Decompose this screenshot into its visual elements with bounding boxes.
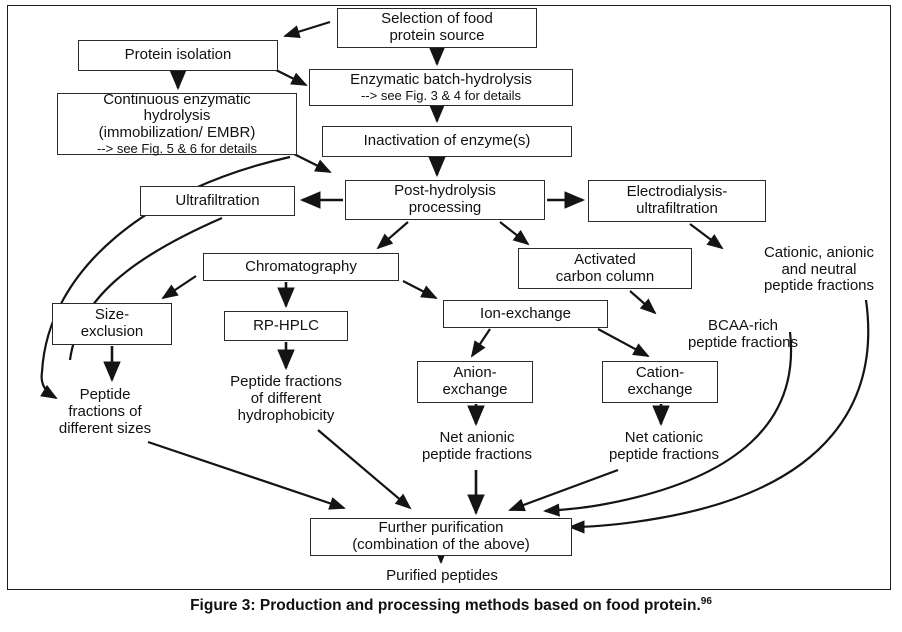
node-protein-isolation[interactable]: Protein isolation	[78, 40, 278, 71]
node-inactivation-of-enzymes[interactable]: Inactivation of enzyme(s)	[322, 126, 572, 157]
node-electrodialysis-ultrafiltration[interactable]: Electrodialysis- ultrafiltration	[588, 180, 766, 222]
node-activated-carbon-column[interactable]: Activated carbon column	[518, 248, 692, 289]
node-cation-exchange[interactable]: Cation- exchange	[602, 361, 718, 403]
node-continuous-subtitle: --> see Fig. 5 & 6 for details	[96, 140, 258, 156]
node-purified-peptides: Purified peptides	[386, 566, 498, 584]
node-chromatography[interactable]: Chromatography	[203, 253, 399, 281]
node-enzymatic-batch-hydrolysis[interactable]: Enzymatic batch-hydrolysis --> see Fig. …	[309, 69, 573, 106]
node-bcaa-rich-peptide-fractions: BCAA-rich peptide fractions	[687, 317, 799, 351]
figure-caption: Figure 3: Production and processing meth…	[0, 596, 902, 615]
node-selection-of-food-protein-source[interactable]: Selection of food protein source	[337, 8, 537, 48]
node-cationic-anionic-neutral-peptide-fractions: Cationic, anionic and neutral peptide fr…	[763, 243, 875, 295]
node-anion-exchange[interactable]: Anion- exchange	[417, 361, 533, 403]
node-net-anionic-peptide-fractions: Net anionic peptide fractions	[421, 429, 533, 463]
node-size-exclusion[interactable]: Size- exclusion	[52, 303, 172, 345]
node-post-hydrolysis-processing[interactable]: Post-hydrolysis processing	[345, 180, 545, 220]
node-peptide-fractions-of-different-sizes: Peptide fractions of different sizes	[58, 386, 152, 437]
node-further-purification[interactable]: Further purification (combination of the…	[310, 518, 572, 556]
figure-caption-superscript: 96	[700, 596, 712, 607]
node-continuous-enzymatic-hydrolysis[interactable]: Continuous enzymatic hydrolysis (immobil…	[57, 90, 297, 156]
node-batch-hydrolysis-title: Enzymatic batch-hydrolysis	[350, 70, 532, 88]
figure-caption-text: Figure 3: Production and processing meth…	[190, 597, 701, 615]
node-continuous-title: Continuous enzymatic hydrolysis (immobil…	[98, 90, 256, 142]
node-peptide-fractions-of-different-hydrophobicity: Peptide fractions of different hydrophob…	[230, 373, 342, 424]
node-ultrafiltration[interactable]: Ultrafiltration	[140, 186, 295, 216]
node-net-cationic-peptide-fractions: Net cationic peptide fractions	[608, 429, 720, 463]
node-ion-exchange[interactable]: Ion-exchange	[443, 300, 608, 328]
node-rp-hplc[interactable]: RP-HPLC	[224, 311, 348, 341]
node-batch-hydrolysis-subtitle: --> see Fig. 3 & 4 for details	[360, 87, 522, 103]
